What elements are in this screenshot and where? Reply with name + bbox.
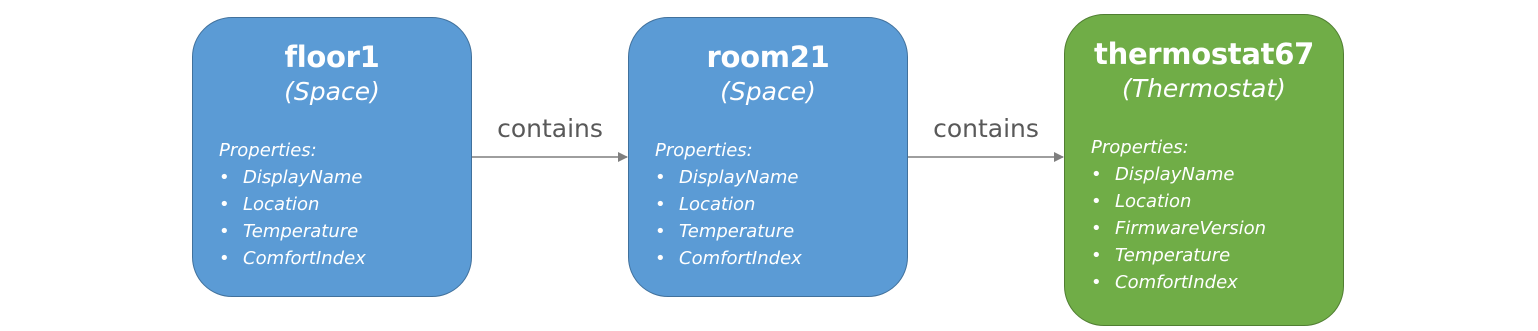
node-name: floor1	[284, 40, 380, 74]
node-type: (Space)	[284, 77, 380, 106]
node-room21[interactable]: room21 (Space) Properties: DisplayName L…	[628, 17, 908, 297]
property-item: DisplayName	[655, 164, 907, 191]
node-type: (Space)	[720, 77, 816, 106]
property-item: DisplayName	[219, 164, 471, 191]
properties-list: DisplayName Location Temperature Comfort…	[655, 164, 907, 272]
property-item: Temperature	[655, 218, 907, 245]
properties-list: DisplayName Location Temperature Comfort…	[219, 164, 471, 272]
node-name: thermostat67	[1094, 37, 1314, 71]
properties-label: Properties:	[219, 140, 317, 161]
node-type: (Thermostat)	[1122, 74, 1286, 103]
properties-section: Properties: DisplayName Location Tempera…	[655, 138, 907, 272]
property-item: Location	[1091, 188, 1343, 215]
property-item: Location	[219, 191, 471, 218]
edge-label-contains: contains	[497, 114, 603, 143]
properties-list: DisplayName Location FirmwareVersion Tem…	[1091, 161, 1343, 296]
property-item: ComfortIndex	[655, 245, 907, 272]
node-name: room21	[706, 40, 830, 74]
properties-label: Properties:	[655, 140, 753, 161]
node-thermostat67[interactable]: thermostat67 (Thermostat) Properties: Di…	[1064, 14, 1344, 326]
property-item: Location	[655, 191, 907, 218]
properties-label: Properties:	[1091, 137, 1189, 158]
property-item: Temperature	[219, 218, 471, 245]
properties-section: Properties: DisplayName Location Firmwar…	[1091, 135, 1343, 296]
edge-label-contains: contains	[933, 114, 1039, 143]
property-item: ComfortIndex	[1091, 269, 1343, 296]
properties-section: Properties: DisplayName Location Tempera…	[219, 138, 471, 272]
property-item: FirmwareVersion	[1091, 215, 1343, 242]
property-item: ComfortIndex	[219, 245, 471, 272]
property-item: Temperature	[1091, 242, 1343, 269]
property-item: DisplayName	[1091, 161, 1343, 188]
node-floor1[interactable]: floor1 (Space) Properties: DisplayName L…	[192, 17, 472, 297]
